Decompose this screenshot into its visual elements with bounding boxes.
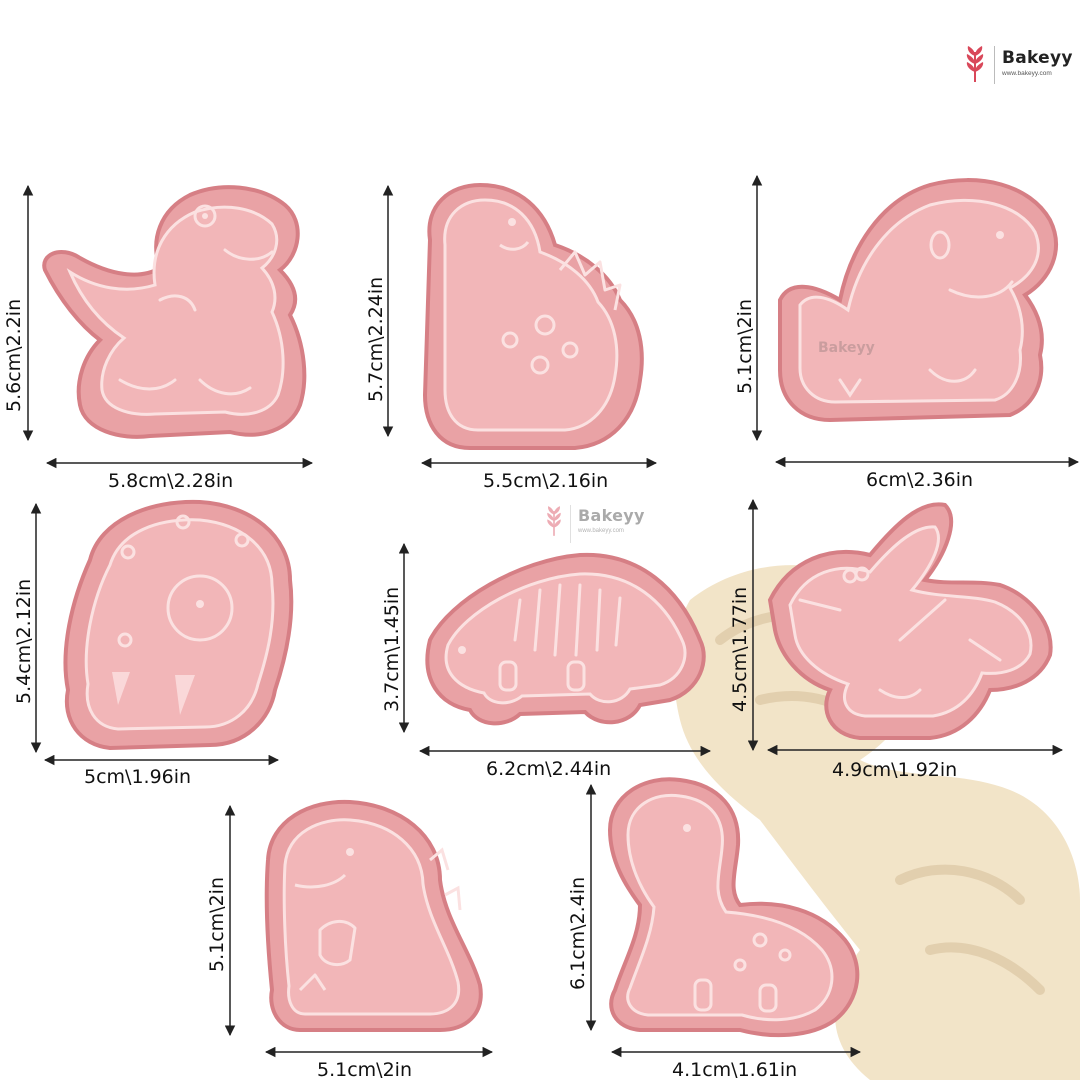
faint-watermark: Bakeyy xyxy=(818,340,875,356)
brand-divider xyxy=(994,46,995,84)
cutter-stegosaurus xyxy=(425,552,706,726)
wheat-icon xyxy=(966,46,984,82)
wheat-icon xyxy=(547,506,561,536)
cutter-2-height-label: 5.7cm\2.24in xyxy=(365,277,387,402)
cutter-8-width-label: 4.1cm\1.61in xyxy=(672,1059,797,1080)
cutter-4-height-label: 5.4cm\2.12in xyxy=(13,579,35,704)
cutter-5-width-label: 6.2cm\2.44in xyxy=(486,758,611,780)
cutter-8-height-label: 6.1cm\2.4in xyxy=(567,877,589,990)
watermark-name: Bakeyy xyxy=(578,506,645,525)
cutter-1-width-label: 5.8cm\2.28in xyxy=(108,470,233,492)
brand-url: www.bakeyy.com xyxy=(1002,70,1052,77)
brand-logo: Bakeyy www.bakeyy.com xyxy=(958,44,1076,88)
cutter-6-width-label: 4.9cm\1.92in xyxy=(832,759,957,781)
watermark-url: www.bakeyy.com xyxy=(578,528,624,534)
cutter-7-width-label: 5.1cm\2in xyxy=(317,1059,412,1080)
cutter-4-width-label: 5cm\1.96in xyxy=(84,766,191,788)
cutter-3-height-label: 5.1cm\2in xyxy=(734,299,756,394)
cutter-triceratops xyxy=(63,499,294,751)
cutter-dino-hatchling xyxy=(264,799,483,1032)
center-watermark: Bakeyy www.bakeyy.com xyxy=(540,503,660,543)
cutter-t-rex xyxy=(42,185,307,439)
cutter-pterodactyl xyxy=(767,502,1053,740)
cutter-7-height-label: 5.1cm\2in xyxy=(206,877,228,972)
cutter-5-height-label: 3.7cm\1.45in xyxy=(381,587,403,712)
watermark-divider xyxy=(570,505,571,543)
brand-name: Bakeyy xyxy=(1002,48,1073,68)
cutter-baby-dino xyxy=(778,178,1058,423)
cutter-long-neck xyxy=(607,777,860,1038)
cutter-1-height-label: 5.6cm\2.2in xyxy=(3,299,25,412)
cutter-6-height-label: 4.5cm\1.77in xyxy=(729,587,751,712)
cutter-2-width-label: 5.5cm\2.16in xyxy=(483,470,608,492)
cutter-3-width-label: 6cm\2.36in xyxy=(866,469,973,491)
cutter-brontosaurus xyxy=(422,182,644,450)
